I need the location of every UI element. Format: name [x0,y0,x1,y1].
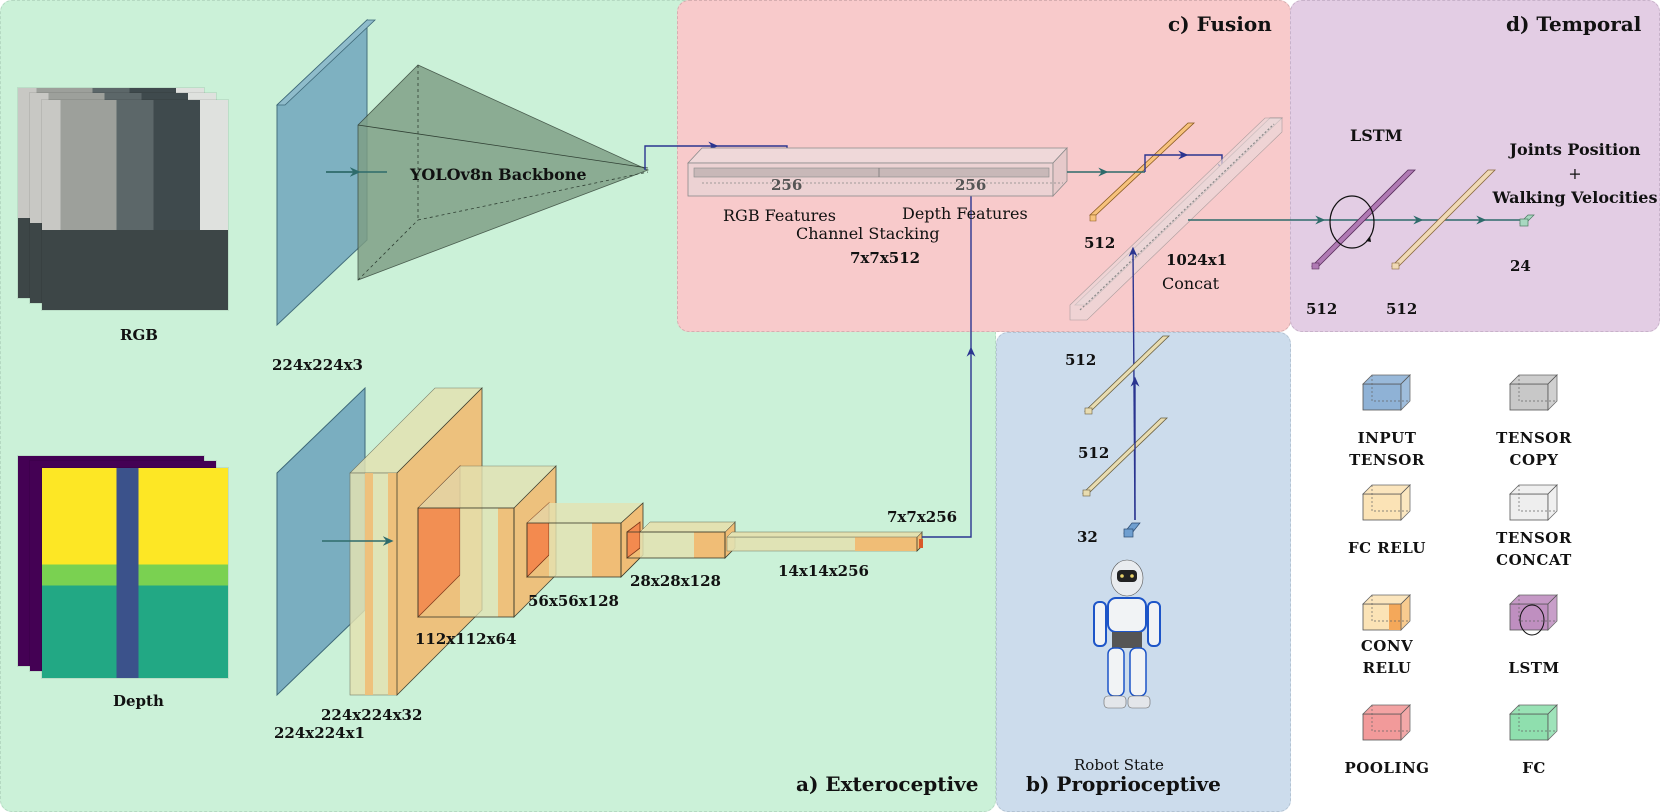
proprio-fc2-dim: 512 [1078,444,1110,462]
legend-label-line1: FC RELU [1347,539,1427,557]
concat-dim: 1024x1 [1166,251,1228,269]
legend-item-input: INPUT TENSOR [1327,427,1447,471]
depth-image-frame [42,468,228,678]
legend-item-pooling: POOLING [1327,757,1447,779]
rgb-image-frame [42,100,228,310]
rgb-label: RGB [120,326,158,344]
legend-label-line1: FC [1522,759,1546,777]
conv-block-28 [626,521,736,559]
rgb-channels: 256 [771,176,803,194]
conv1-dim: 224x224x32 [321,706,423,724]
panel-proprioceptive [996,332,1291,812]
title-proprioceptive: b) Proprioceptive [1026,772,1221,796]
legend-cube-input [1362,374,1411,411]
legend-cube-lstm [1509,594,1558,636]
legend-label-line1: TENSOR [1496,529,1572,547]
legend-cube-fc [1509,704,1558,741]
concat-label: Concat [1162,274,1220,293]
conv2-dim: 112x112x64 [415,630,517,648]
legend-label-line1: TENSOR [1496,429,1572,447]
legend-cube-pooling [1362,704,1411,741]
rgb-features-label: RGB Features [723,206,836,225]
conv-block-56 [526,502,644,578]
lstm-recurrent-icon [1519,604,1545,636]
legend-label-line2: RELU [1362,659,1412,677]
backbone-label: YOLOv8n Backbone [410,165,587,184]
concat-tensor [1069,117,1283,321]
fusion-fc-dim: 512 [1084,234,1116,252]
depth-channels: 256 [955,176,987,194]
temporal-fc-dim: 512 [1386,300,1418,318]
depth-label: Depth [113,692,164,710]
legend-cube-concat [1509,484,1558,521]
conv3-dim: 56x56x128 [528,592,619,610]
lstm-dim: 512 [1306,300,1338,318]
fusion-fc-layer [1088,122,1196,222]
rgb-input-dim: 224x224x3 [272,356,363,374]
panel-temporal [1290,0,1660,332]
legend-label-line2: CONCAT [1496,551,1572,569]
rgb-to-fusion-arrow [644,141,719,170]
proprio-input-tensor [1123,522,1141,538]
depth-input-dim: 224x224x1 [274,724,365,742]
conv6-dim: 7x7x256 [887,508,958,526]
legend-label-line2: TENSOR [1349,451,1425,469]
yolo-backbone [357,64,650,281]
robot-state-label: Robot State [1074,756,1164,774]
proprio-fc-layer-1 [1084,335,1170,415]
legend-cube-conv-relu [1362,594,1411,631]
output-label: Joints Position + Walking Velocities [1490,138,1660,210]
conv4-dim: 28x28x128 [630,572,721,590]
output-label-plus: + [1568,164,1582,183]
legend-item-fc: FC [1474,757,1594,779]
output-layer [1519,214,1535,227]
output-dim: 24 [1510,257,1531,275]
output-label-line2: Walking Velocities [1492,188,1658,207]
conv-block-14 [726,531,923,552]
temporal-fc-layer [1391,169,1496,270]
lstm-label: LSTM [1350,126,1403,145]
robot-image [1082,556,1172,726]
legend-cube-copy [1509,374,1558,411]
legend-label-line2: COPY [1509,451,1559,469]
legend-item-conv-relu: CONV RELU [1327,635,1447,679]
proprio-fc1-dim: 512 [1065,351,1097,369]
stacking-dim: 7x7x512 [850,249,921,267]
title-exteroceptive: a) Exteroceptive [796,772,979,796]
legend-item-fc-relu: FC RELU [1327,537,1447,559]
legend-label-line1: CONV [1360,637,1414,655]
depth-to-fusion-arrow [922,346,976,538]
proprio-input-dim: 32 [1077,528,1098,546]
conv-block-224 [349,387,483,696]
conv5-dim: 14x14x256 [778,562,869,580]
depth-features-label: Depth Features [902,204,1028,223]
legend-item-concat: TENSOR CONCAT [1474,527,1594,571]
channel-stacking-tensor [687,146,1068,198]
stacking-label: Channel Stacking [796,224,940,243]
title-temporal: d) Temporal [1506,12,1642,36]
legend-label-line1: POOLING [1344,759,1430,777]
legend-item-lstm: LSTM [1474,657,1594,679]
legend-label-line1: LSTM [1508,659,1560,677]
legend-label-line1: INPUT [1357,429,1417,447]
legend-cube-fc-relu [1362,484,1411,521]
title-fusion: c) Fusion [1168,12,1272,36]
lstm-recurrent-icon [1329,195,1375,249]
legend-item-copy: TENSOR COPY [1474,427,1594,471]
output-label-line1: Joints Position [1509,140,1641,159]
